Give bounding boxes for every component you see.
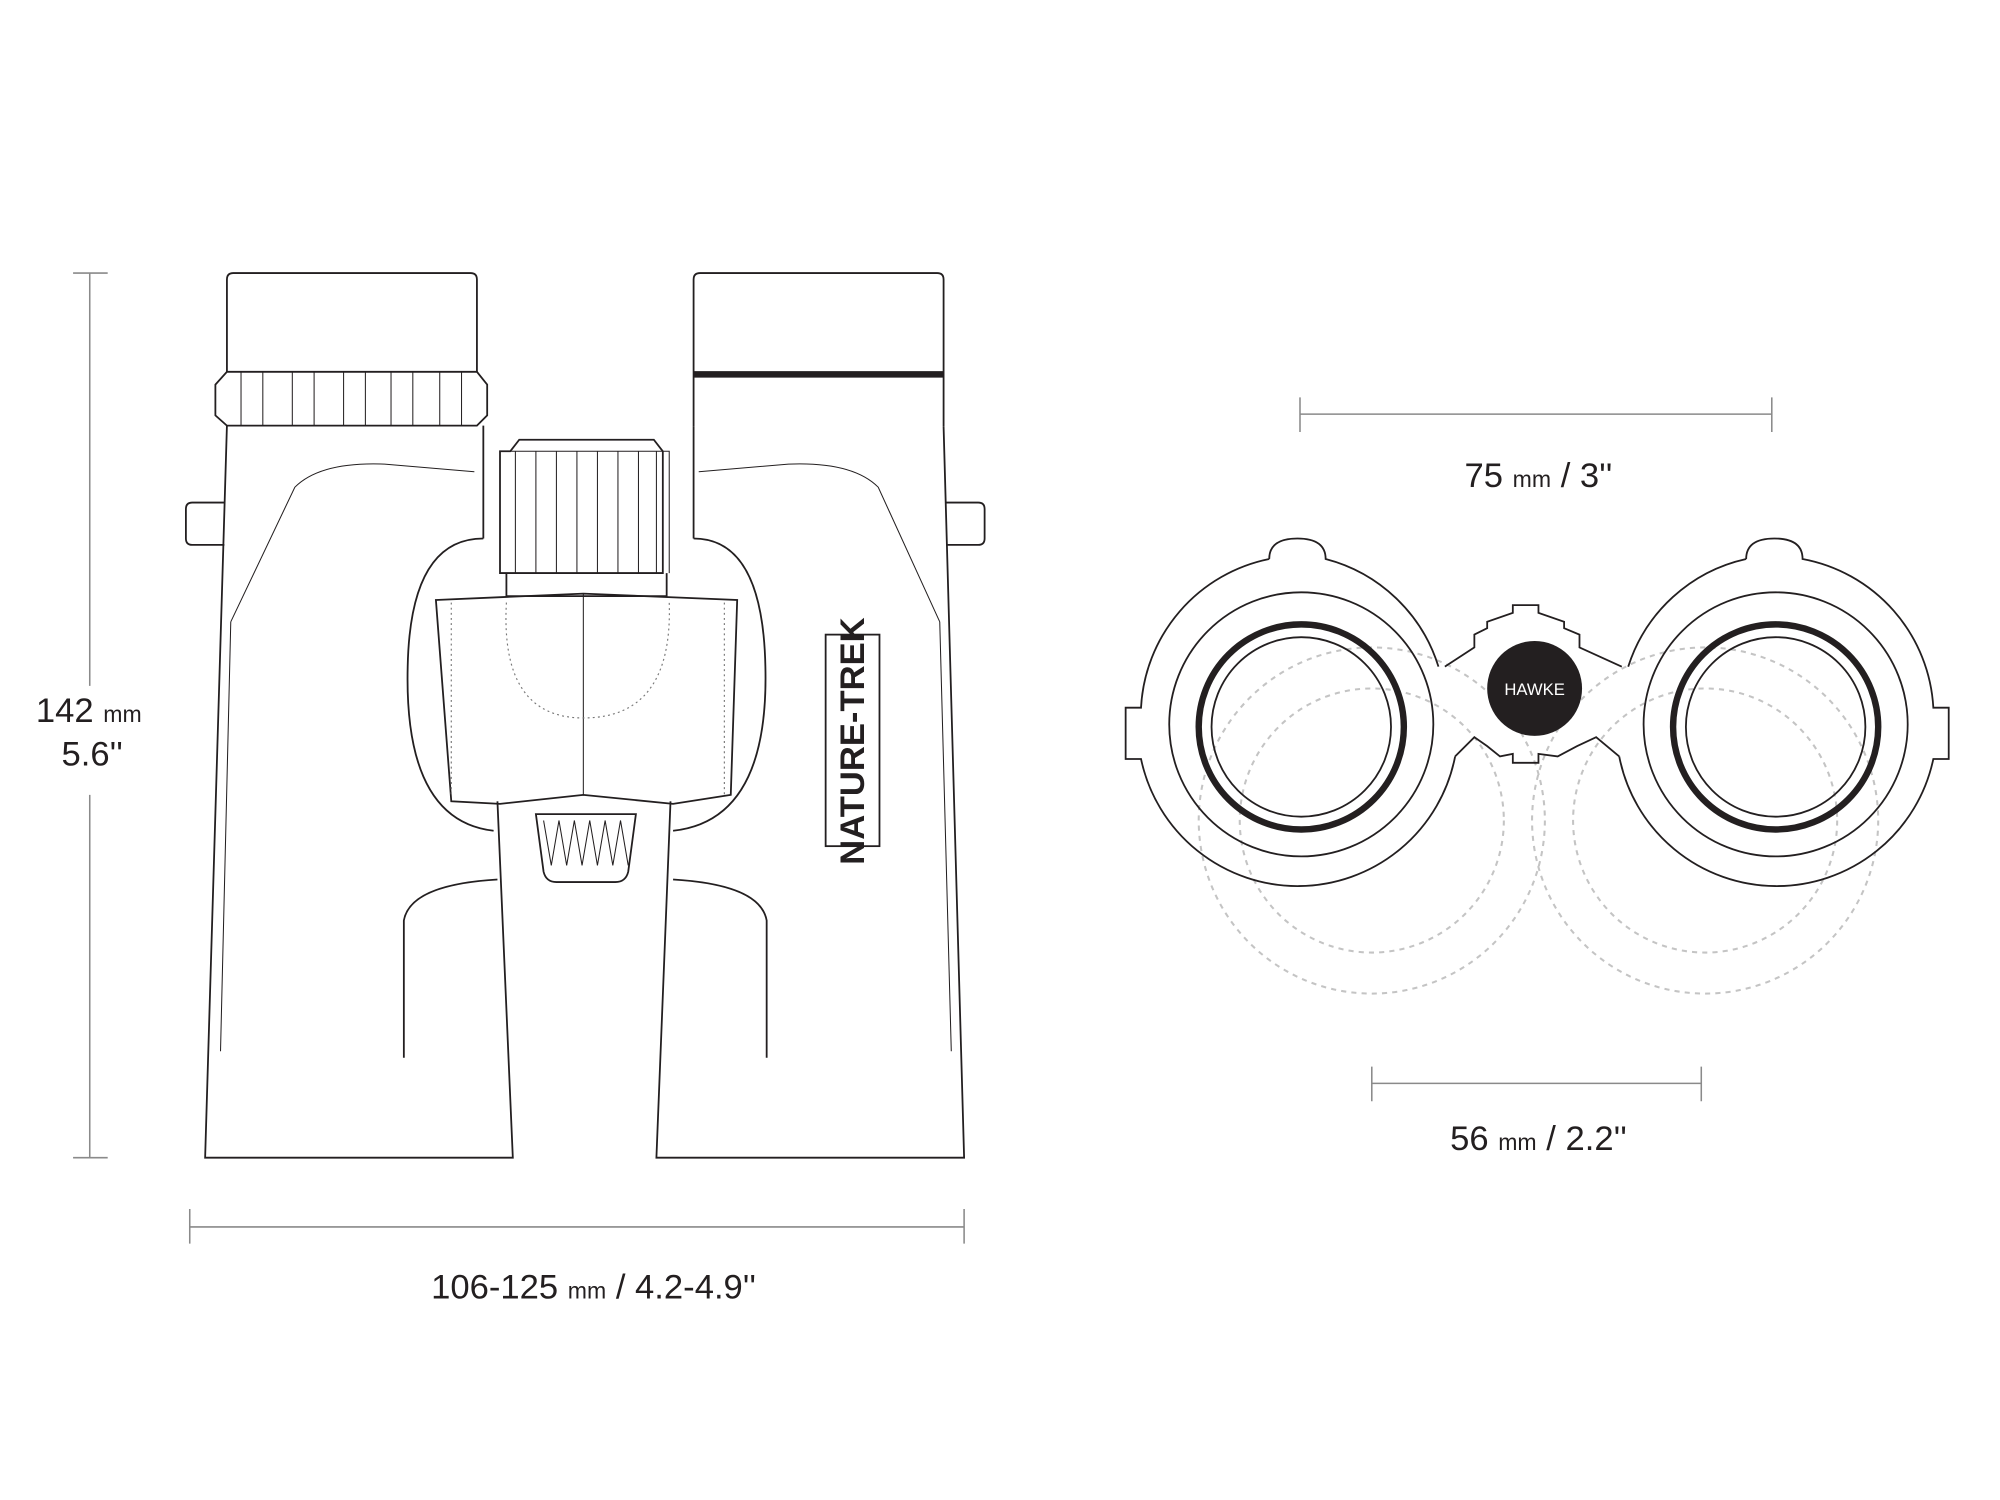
right-strap-lug bbox=[946, 501, 986, 546]
svg-text:75 mm / 3'': 75 mm / 3'' bbox=[1465, 457, 1613, 495]
svg-text:56 mm / 2.2'': 56 mm / 2.2'' bbox=[1450, 1120, 1627, 1158]
left-diopter-ring bbox=[214, 370, 489, 427]
left-eyecup bbox=[226, 272, 478, 372]
center-gear bbox=[1444, 604, 1623, 764]
objective-dimension: 56 mm / 2.2'' bbox=[1371, 1066, 1703, 1158]
eye-relief-dimension: 75 mm / 3'' bbox=[1299, 397, 1773, 495]
model-label-box bbox=[824, 633, 881, 848]
binocular-rear-view: HAWKE bbox=[1124, 537, 1950, 995]
height-dimension: 142 mm 5.6'' bbox=[36, 272, 142, 1159]
right-eyecup bbox=[692, 272, 945, 427]
brand-logo-text: HAWKE bbox=[1504, 680, 1564, 699]
left-eyepiece bbox=[1124, 537, 1457, 887]
binocular-front-view: NATURE-TREK bbox=[185, 272, 986, 1159]
left-strap-lug bbox=[185, 501, 225, 546]
height-inches: 5.6'' bbox=[62, 735, 123, 773]
ghost-extended-position bbox=[1197, 646, 1880, 995]
height-mm: 142 mm bbox=[36, 692, 142, 730]
width-label: 106-125 mm / 4.2-4.9'' bbox=[431, 1269, 756, 1307]
focus-wheel[interactable] bbox=[499, 438, 670, 598]
diopter-knob[interactable] bbox=[534, 813, 637, 883]
width-dimension: 106-125 mm / 4.2-4.9'' bbox=[188, 1208, 965, 1307]
hawke-logo bbox=[1487, 641, 1583, 736]
model-label: NATURE-TREK bbox=[834, 617, 872, 864]
right-eyepiece bbox=[1618, 537, 1950, 887]
right-barrel bbox=[655, 426, 966, 1159]
bridge bbox=[434, 592, 739, 805]
left-barrel bbox=[204, 425, 514, 1159]
